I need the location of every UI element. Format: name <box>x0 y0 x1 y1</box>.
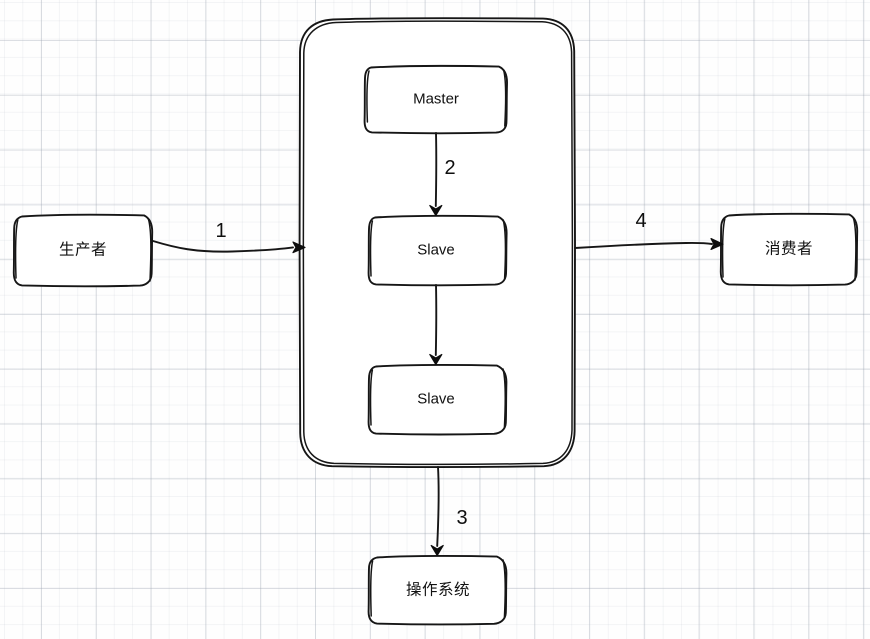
edge-1-label: 1 <box>215 220 227 242</box>
node-operating-system[interactable] <box>367 555 508 626</box>
node-slave-2[interactable] <box>367 364 508 436</box>
node-producer[interactable] <box>12 213 154 288</box>
node-master-label: Master <box>413 90 459 108</box>
node-consumer-label: 消费者 <box>764 240 814 258</box>
node-master[interactable] <box>363 65 508 135</box>
edge-4-broker-to-consumer <box>574 238 724 250</box>
node-slave-2-label: Slave <box>417 390 455 408</box>
edge-3-slave1-to-slave2 <box>429 284 443 366</box>
node-producer-label: 生产者 <box>58 241 108 259</box>
edge-5-broker-to-operating-system <box>430 466 444 557</box>
node-operating-system-label: 操作系统 <box>405 581 471 599</box>
node-slave-1-label: Slave <box>417 241 455 259</box>
edge-2-label: 2 <box>444 157 456 179</box>
edge-1-producer-to-broker <box>152 240 306 254</box>
node-slave-1[interactable] <box>367 215 508 287</box>
edge-2-master-to-slave1 <box>429 132 443 217</box>
edge-4-label: 4 <box>635 210 647 232</box>
edge-5-label: 3 <box>456 507 468 529</box>
